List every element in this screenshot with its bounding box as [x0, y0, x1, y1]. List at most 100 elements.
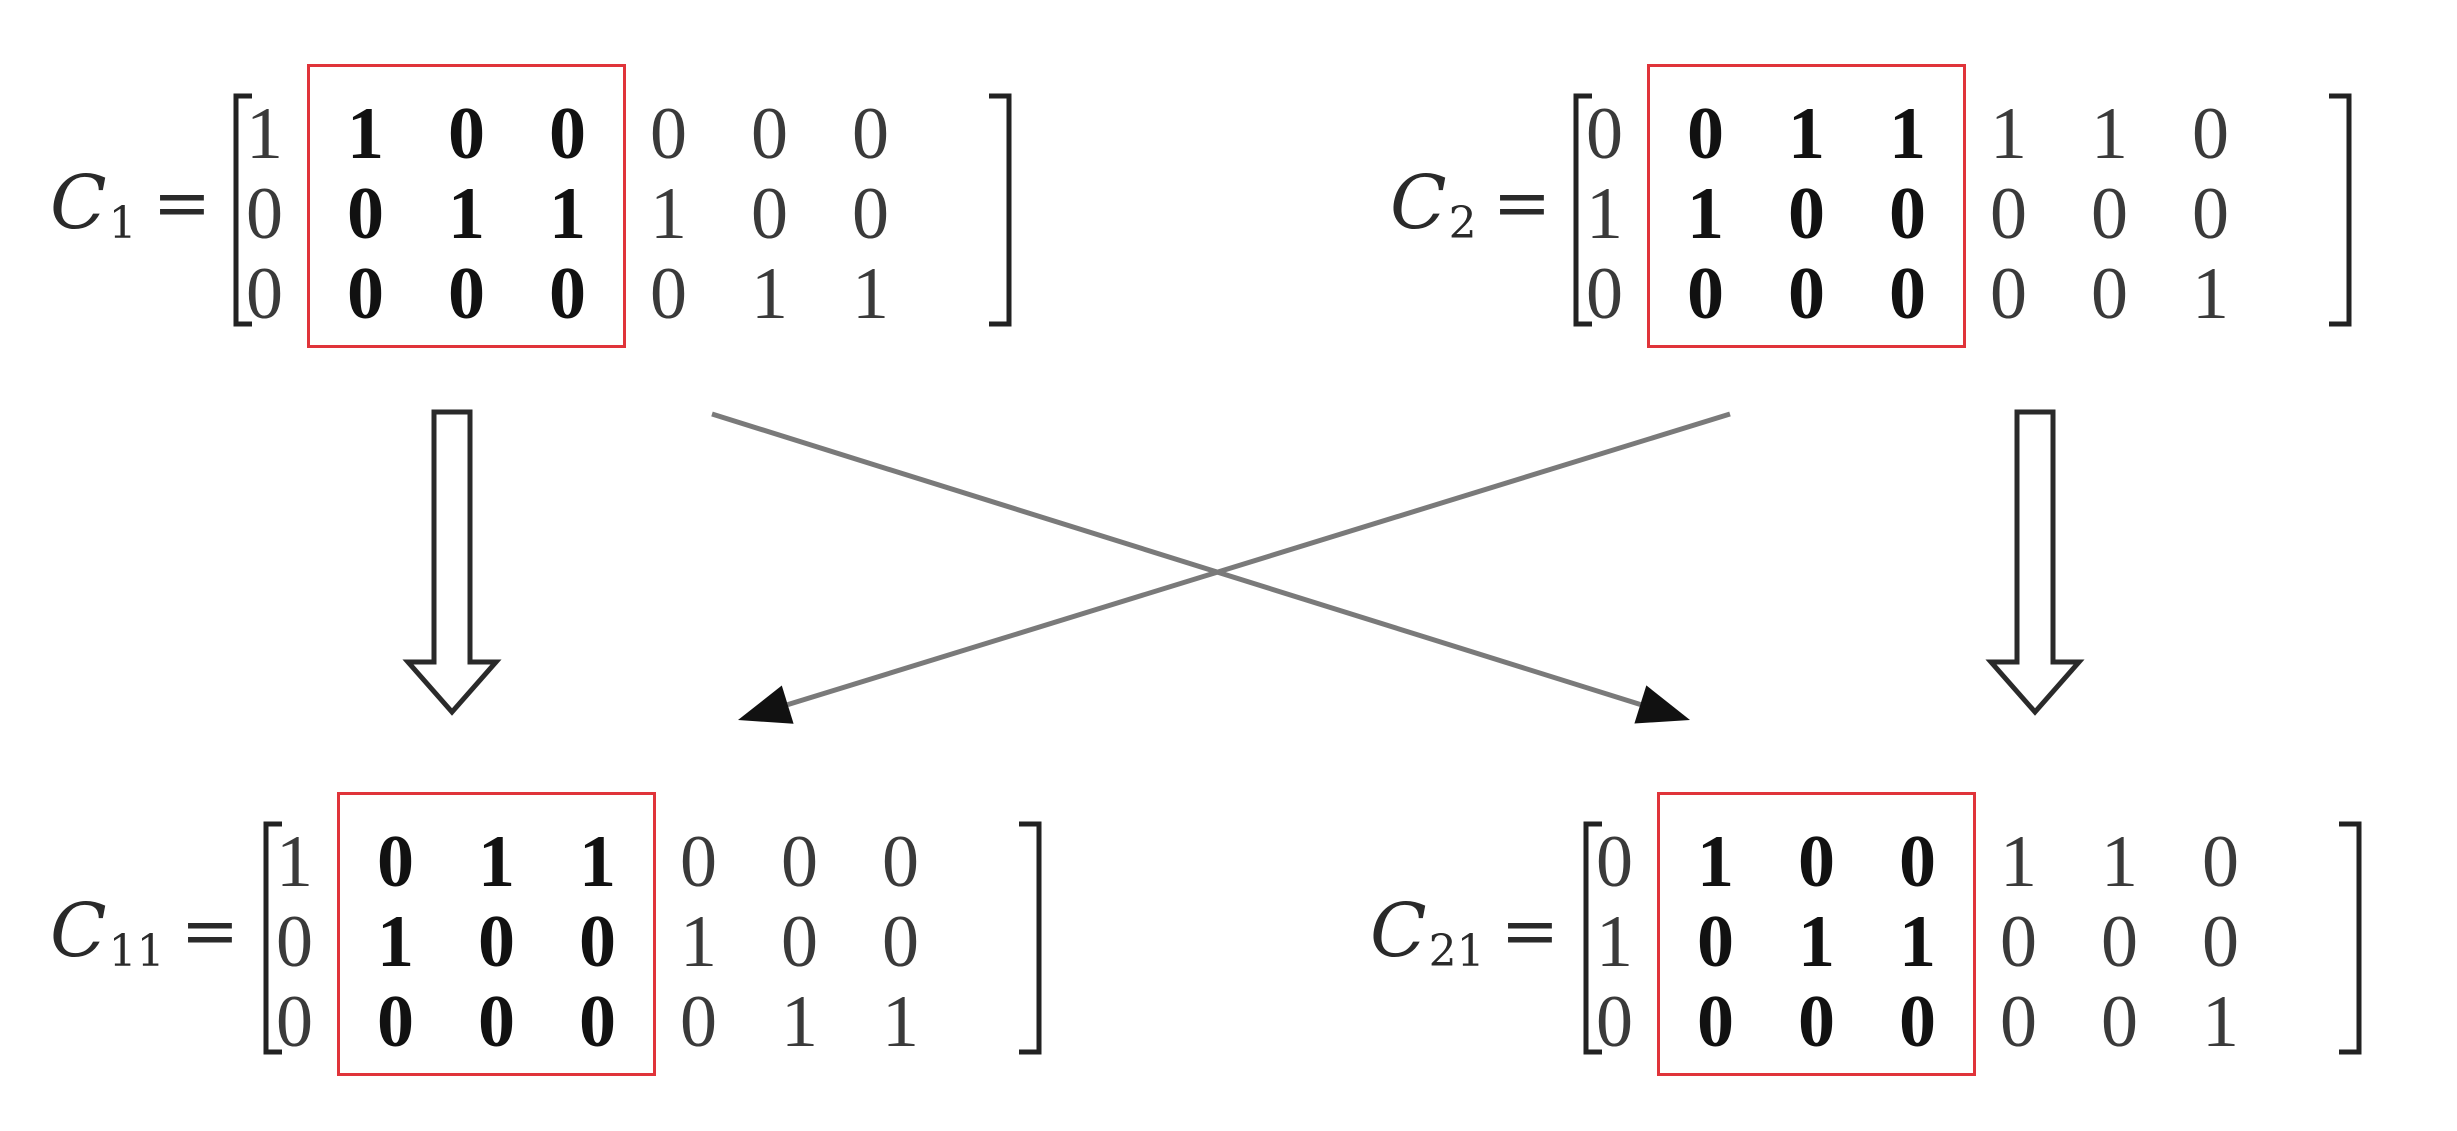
matrix-c2-highlight-box: [1647, 64, 1966, 348]
matrix-cell: 0: [2091, 173, 2128, 255]
matrix-cell: 0: [2091, 253, 2128, 335]
matrix-cell: 0: [2202, 821, 2239, 903]
matrix-cell: 1: [751, 253, 788, 335]
highlighted-cell: 0: [1798, 821, 1835, 903]
matrix-cell: 0: [882, 821, 919, 903]
highlighted-cell: 0: [1889, 173, 1926, 255]
highlighted-cell: 0: [1798, 981, 1835, 1063]
matrix-cell: 0: [2192, 173, 2229, 255]
matrix-cell: 0: [2101, 901, 2138, 983]
highlighted-cell: 1: [1697, 821, 1734, 903]
equals-sign: =: [152, 162, 212, 244]
matrix-cell: 0: [751, 173, 788, 255]
matrix-c21-brackets: [1583, 821, 2362, 1055]
matrix-cell: 1: [1596, 901, 1633, 983]
matrix-cell: 1: [1586, 173, 1623, 255]
highlighted-cell: 0: [549, 253, 586, 335]
highlighted-cell: 0: [1697, 901, 1734, 983]
matrix-cell: 0: [276, 981, 313, 1063]
matrix-cell: 1: [1990, 93, 2027, 175]
symbol-letter: C: [1370, 888, 1427, 974]
matrix-cell: 0: [882, 901, 919, 983]
symbol-subscript: 2: [1448, 198, 1477, 249]
symbol-letter: C: [50, 160, 107, 246]
highlighted-cell: 0: [448, 253, 485, 335]
highlighted-cell: 1: [448, 173, 485, 255]
matrix-c1-brackets: [233, 93, 1012, 327]
highlighted-cell: 0: [1788, 173, 1825, 255]
matrix-cell: 1: [852, 253, 889, 335]
matrix-cell: 0: [276, 901, 313, 983]
highlighted-cell: 0: [478, 981, 515, 1063]
matrix-cell: 1: [680, 901, 717, 983]
highlighted-cell: 1: [549, 173, 586, 255]
matrix-cell: 0: [2000, 901, 2037, 983]
matrix-c1-highlight-box: [307, 64, 626, 348]
right-bracket: [989, 93, 1012, 327]
matrix-cell: 0: [751, 93, 788, 175]
highlighted-cell: 0: [1687, 93, 1724, 175]
equals-sign: =: [1492, 162, 1552, 244]
matrix-cell: 1: [2202, 981, 2239, 1063]
highlighted-cell: 1: [579, 821, 616, 903]
highlighted-cell: 1: [1889, 93, 1926, 175]
right-bracket: [2339, 821, 2362, 1055]
highlighted-cell: 0: [579, 901, 616, 983]
highlighted-cell: 0: [1697, 981, 1734, 1063]
symbol-subscript: 1: [108, 198, 137, 249]
matrix-cell: 0: [1596, 821, 1633, 903]
matrix-cell: 1: [781, 981, 818, 1063]
matrix-cell: 0: [1990, 173, 2027, 255]
symbol-letter: C: [50, 888, 107, 974]
matrix-c11-highlight-box: [337, 792, 656, 1076]
left-bracket: [1573, 93, 1592, 327]
highlighted-cell: 0: [549, 93, 586, 175]
highlighted-cell: 0: [1687, 253, 1724, 335]
highlighted-cell: 0: [1788, 253, 1825, 335]
highlighted-cell: 1: [1687, 173, 1724, 255]
highlighted-cell: 0: [347, 253, 384, 335]
symbol-subscript: 21: [1428, 926, 1485, 977]
highlighted-cell: 0: [347, 173, 384, 255]
matrix-cell: 0: [1586, 253, 1623, 335]
matrix-cell: 0: [1586, 93, 1623, 175]
matrix-cell: 0: [1990, 253, 2027, 335]
matrix-cell: 0: [1596, 981, 1633, 1063]
matrix-cell: 0: [680, 981, 717, 1063]
highlighted-cell: 0: [448, 93, 485, 175]
highlighted-cell: 1: [347, 93, 384, 175]
left-bracket: [1583, 821, 1602, 1055]
matrix-cell: 1: [882, 981, 919, 1063]
highlighted-cell: 0: [579, 981, 616, 1063]
matrix-cell: 1: [650, 173, 687, 255]
highlighted-cell: 0: [1899, 821, 1936, 903]
left-bracket: [263, 821, 282, 1055]
highlighted-cell: 1: [1798, 901, 1835, 983]
matrix-c11-brackets: [263, 821, 1042, 1055]
highlighted-cell: 1: [478, 821, 515, 903]
highlighted-cell: 1: [1899, 901, 1936, 983]
matrix-cell: 0: [852, 173, 889, 255]
matrix-c2-brackets: [1573, 93, 2352, 327]
highlighted-cell: 1: [1788, 93, 1825, 175]
right-bracket: [2329, 93, 2352, 327]
matrix-cell: 0: [781, 901, 818, 983]
right-bracket: [1019, 821, 1042, 1055]
symbol-subscript: 11: [108, 926, 165, 977]
equals-sign: =: [1500, 890, 1560, 972]
equals-sign: =: [180, 890, 240, 972]
matrix-cell: 0: [680, 821, 717, 903]
matrix-cell: 0: [650, 253, 687, 335]
matrix-cell: 0: [2192, 93, 2229, 175]
